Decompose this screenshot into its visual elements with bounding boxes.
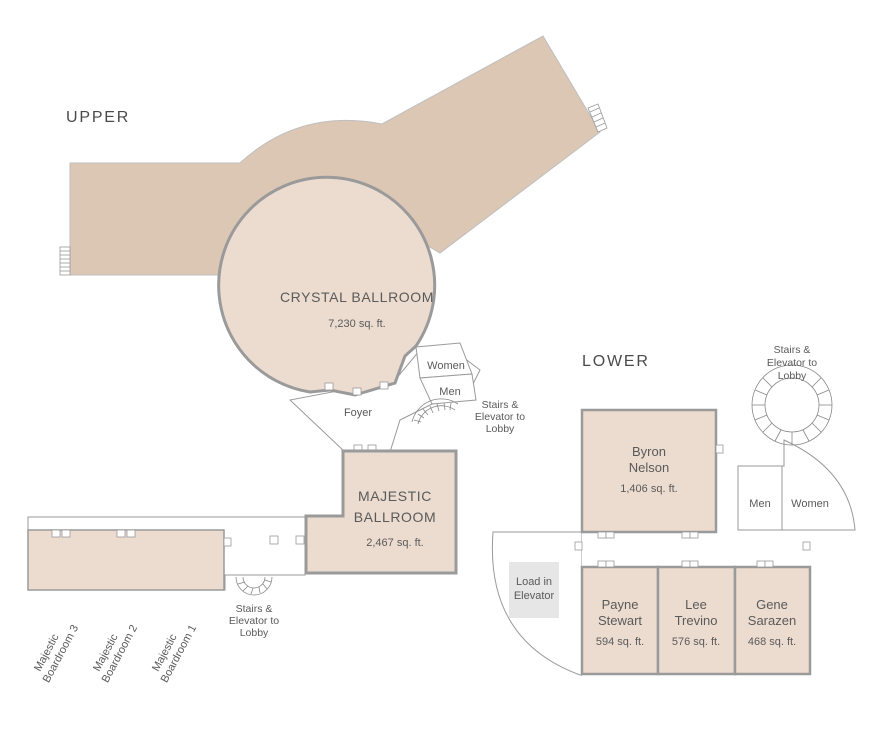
lower-stairs-line1: Stairs &	[774, 344, 811, 356]
upper-section-label: UPPER	[66, 109, 130, 126]
upper-left-stairs-icon	[59, 246, 71, 276]
lower-section-label: LOWER	[582, 353, 650, 370]
crystal-ballroom-area: 7,230 sq. ft.	[328, 318, 385, 330]
gene-sarazen-room[interactable]	[733, 565, 812, 676]
payne-stewart-line2: Stewart	[598, 613, 642, 628]
byron-nelson-line2: Nelson	[629, 460, 669, 475]
payne-stewart-room[interactable]	[580, 565, 660, 676]
lower-women-label: Women	[791, 498, 829, 510]
gene-sarazen-line1: Gene	[756, 597, 788, 612]
upper-level: UPPER	[59, 35, 608, 276]
mezz-stairs-line3: Lobby	[240, 627, 269, 639]
load-in-elevator[interactable]	[509, 562, 559, 618]
majestic-level: MAJESTIC BALLROOM 2,467 sq. ft. Stairs &…	[27, 449, 458, 685]
majestic-ballroom-room[interactable]	[304, 449, 458, 575]
lee-trevino-room[interactable]	[656, 565, 737, 676]
upper-men-restroom[interactable]	[419, 373, 477, 405]
foyer-label: Foyer	[344, 407, 372, 419]
upper-men-label: Men	[439, 386, 460, 398]
boardroom-2-label: Majestic Boardroom 2	[91, 623, 140, 685]
byron-nelson-line1: Byron	[632, 444, 666, 459]
lower-room-doors-icon	[574, 444, 811, 568]
majestic-ballroom-name-line1: MAJESTIC	[358, 488, 432, 504]
gene-sarazen-line2: Sarazen	[748, 613, 796, 628]
mezz-spiral-stairs-icon	[235, 576, 273, 596]
crystal-ballroom-name: CRYSTAL BALLROOM	[280, 289, 434, 305]
upper-stairs-line1: Stairs &	[482, 399, 519, 411]
boardroom-3-label: Majestic Boardroom 3	[32, 623, 81, 685]
mezz-stairs-line2: Elevator to	[229, 615, 279, 627]
payne-stewart-area: 594 sq. ft.	[596, 636, 644, 648]
gene-sarazen-area: 468 sq. ft.	[748, 636, 796, 648]
majestic-ballroom-area: 2,467 sq. ft.	[366, 537, 423, 549]
upper-right-stairs-icon	[587, 103, 608, 133]
lee-trevino-area: 576 sq. ft.	[672, 636, 720, 648]
load-in-label-line2: Elevator	[514, 590, 555, 602]
mezz-stairs-line1: Stairs &	[236, 603, 273, 615]
lee-trevino-line2: Trevino	[675, 613, 718, 628]
byron-nelson-area: 1,406 sq. ft.	[620, 483, 677, 495]
lower-spiral-stairs-icon	[751, 364, 833, 446]
upper-spiral-stairs-icon	[411, 398, 459, 425]
lower-stairs-line3: Lobby	[778, 370, 807, 382]
load-in-label-line1: Load in	[516, 576, 552, 588]
majestic-boardrooms[interactable]	[27, 529, 225, 591]
upper-stairs-line2: Elevator to	[475, 411, 525, 423]
byron-nelson-room[interactable]	[580, 408, 718, 534]
lower-men-label: Men	[749, 498, 770, 510]
boardroom-doors-icon	[51, 529, 305, 547]
upper-women-label: Women	[427, 360, 465, 372]
crystal-ballroom-room[interactable]	[217, 175, 437, 397]
upper-stairs-line3: Lobby	[486, 423, 515, 435]
majestic-ballroom-name-line2: BALLROOM	[354, 509, 437, 525]
boardroom-1-label: Majestic Boardroom 1	[150, 623, 199, 685]
lower-restrooms-outline	[737, 439, 856, 531]
lee-trevino-line1: Lee	[685, 597, 707, 612]
payne-stewart-line1: Payne	[602, 597, 639, 612]
crystal-ballroom-group: CRYSTAL BALLROOM 7,230 sq. ft. Women Men…	[217, 175, 525, 453]
lower-stairs-line2: Elevator to	[767, 357, 817, 369]
lower-level: LOWER Load in Elevator Byron Nelson 1,40…	[491, 344, 856, 676]
